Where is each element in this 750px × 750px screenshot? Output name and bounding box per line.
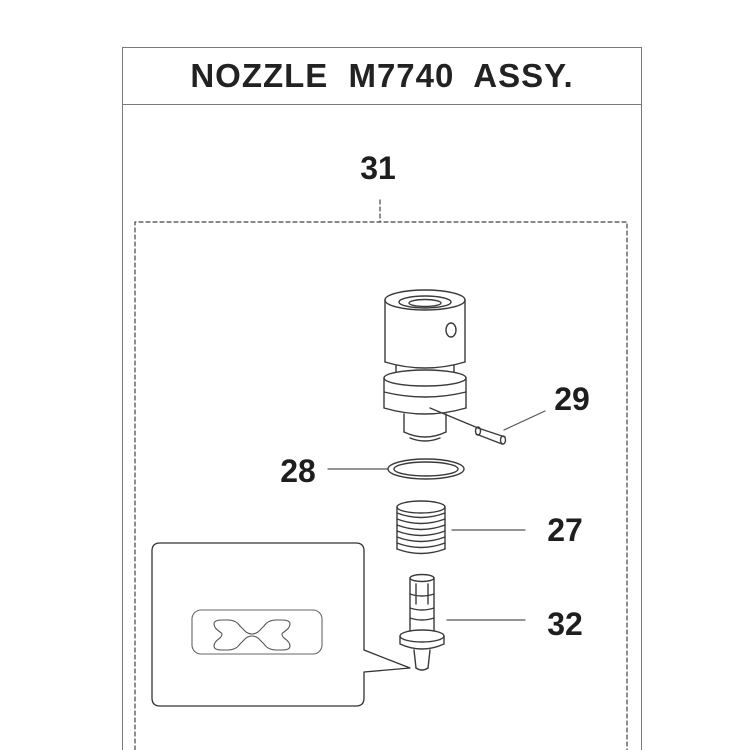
callout-29: 29 <box>554 381 590 417</box>
assembly-boundary <box>134 199 628 750</box>
callout-31: 31 <box>360 150 396 186</box>
spring-part-27 <box>396 500 446 555</box>
tip-aperture-shape <box>213 619 291 651</box>
o-ring-part-28 <box>387 458 465 480</box>
leader-lines <box>327 410 546 621</box>
callout-27: 27 <box>547 512 583 548</box>
title-bar: NOZZLE M7740 ASSY. <box>123 48 641 105</box>
callout-32: 32 <box>547 606 583 642</box>
callout-28: 28 <box>280 453 316 489</box>
tip-detail-inset <box>151 542 411 707</box>
nozzle-holder-body <box>383 289 467 442</box>
diagram-sheet: NOZZLE M7740 ASSY. <box>122 47 642 750</box>
pin-part-29 <box>429 407 507 445</box>
nozzle-tip-part-32 <box>399 573 445 671</box>
diagram-title: NOZZLE M7740 ASSY. <box>190 57 574 94</box>
